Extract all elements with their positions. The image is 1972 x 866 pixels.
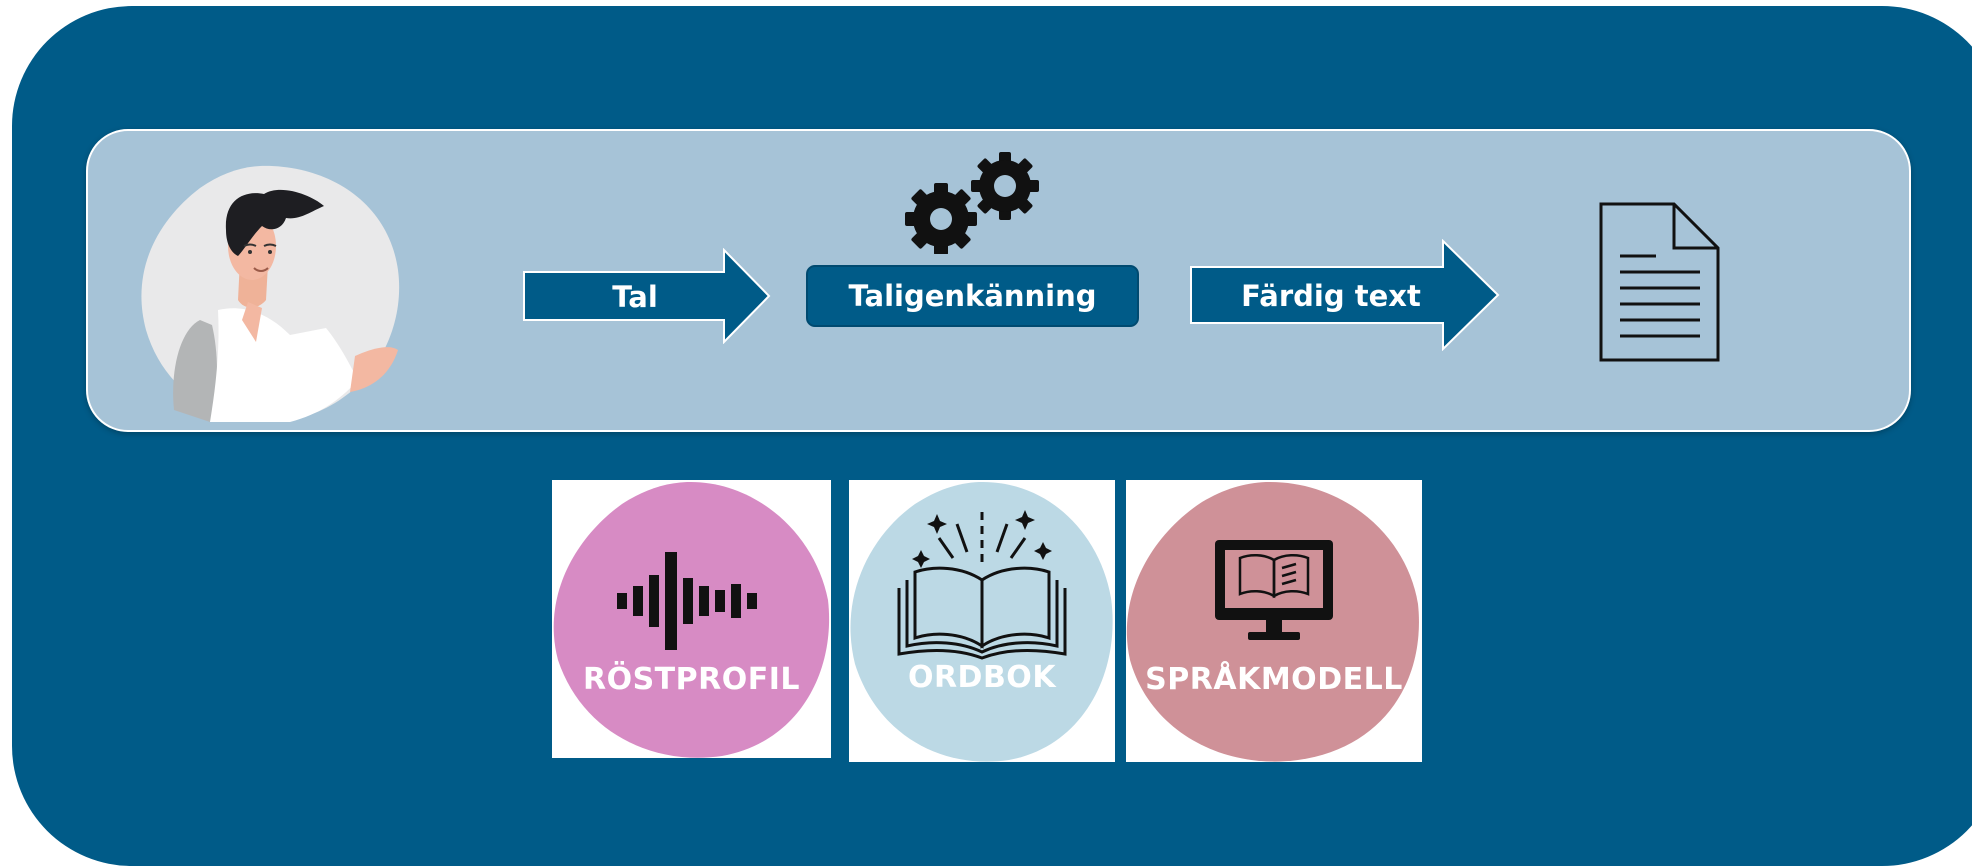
open-book-icon: [897, 512, 1067, 660]
document-icon: [1598, 202, 1722, 362]
input-arrow: [523, 247, 771, 345]
language-model-label: SPRÅKMODELL: [1145, 662, 1403, 697]
speech-recognition-box: Taligenkänning: [806, 265, 1139, 327]
output-arrow-label: Färdig text: [1241, 279, 1421, 313]
gears-icon: [900, 150, 1046, 255]
language-model-card: SPRÅKMODELL: [1126, 480, 1422, 762]
person-illustration: [141, 165, 400, 422]
voice-profile-card: RÖSTPROFIL: [552, 480, 831, 758]
speaker-avatar: [140, 160, 402, 426]
speech-recognition-label: Taligenkänning: [848, 279, 1097, 313]
output-arrow: [1190, 238, 1500, 352]
waveform-icon: [617, 552, 757, 650]
monitor-book-icon: [1215, 540, 1333, 640]
dictionary-label: ORDBOK: [907, 660, 1057, 695]
input-arrow-label: Tal: [612, 280, 658, 314]
voice-profile-label: RÖSTPROFIL: [582, 662, 801, 697]
dictionary-card: ORDBOK: [849, 480, 1115, 762]
